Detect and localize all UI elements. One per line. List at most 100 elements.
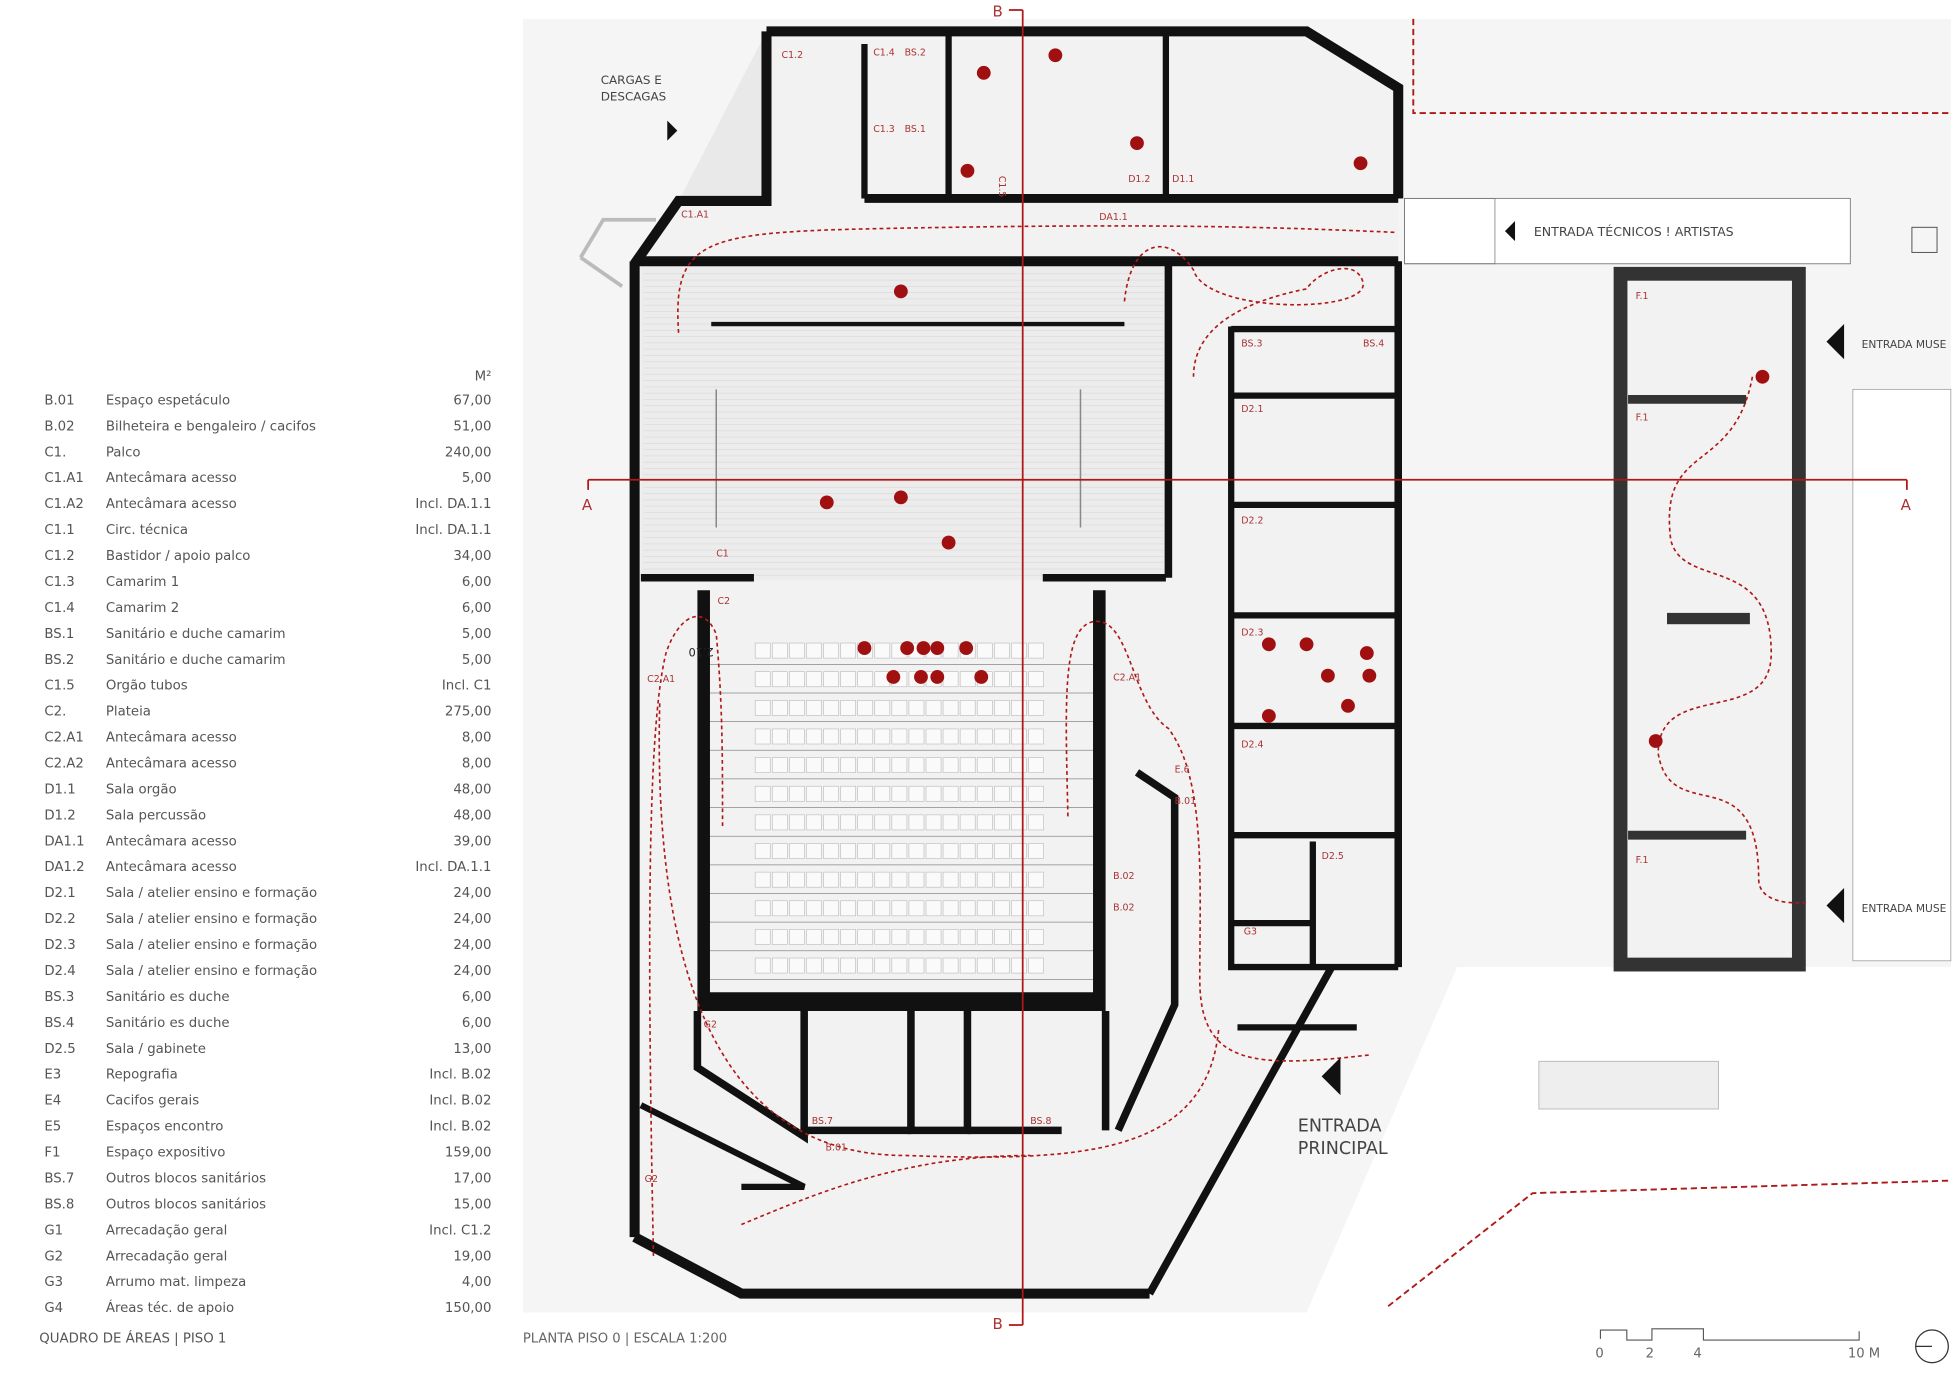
room-name: Sala / atelier ensino e formação (106, 912, 317, 927)
seat (908, 785, 925, 802)
seat (823, 699, 839, 716)
scale-tick-label: 4 (1693, 1347, 1701, 1362)
section-line-a: A A (582, 478, 1912, 514)
room-name: Bilheteira e bengaleiro / cacifos (106, 419, 316, 434)
seat (942, 785, 959, 802)
seat (806, 785, 822, 802)
seat (1011, 871, 1027, 888)
room-name: Repografia (106, 1068, 178, 1083)
room-area: Incl. C1 (442, 679, 492, 694)
seat (976, 785, 993, 802)
room-code: C2. (44, 705, 66, 720)
room-area: 150,00 (445, 1301, 492, 1316)
room-code: C1.4 (44, 601, 74, 616)
room-area: 48,00 (453, 782, 491, 797)
seat (1028, 814, 1044, 831)
room-label: F.1 (1636, 855, 1649, 866)
room-code: E3 (44, 1068, 61, 1083)
seat (789, 642, 805, 659)
seat (959, 728, 976, 745)
seat (959, 871, 976, 888)
seat (942, 814, 959, 831)
room-label: BS.1 (905, 124, 926, 135)
seat (806, 871, 822, 888)
room-label: C2.A1 (647, 674, 675, 685)
room-code: C2.A2 (44, 757, 84, 772)
seat (823, 642, 839, 659)
seat (771, 871, 788, 888)
room-area: 24,00 (453, 938, 491, 953)
seat (754, 699, 771, 716)
seat (840, 900, 856, 917)
seat (908, 728, 925, 745)
room-name: Antecâmara acesso (106, 730, 237, 746)
person-icon (1048, 48, 1063, 63)
person-icon (1299, 637, 1314, 652)
seat (994, 785, 1010, 802)
seat (857, 699, 874, 716)
exhibition-block-f1 (1613, 266, 1810, 972)
seat (771, 785, 788, 802)
arrow-left-icon (1321, 1057, 1341, 1096)
dimension-label: 2.10 (689, 645, 714, 658)
seat (976, 814, 993, 831)
seat (857, 900, 874, 917)
room-code: BS.2 (44, 653, 74, 668)
seat (823, 843, 839, 859)
seat (1028, 671, 1044, 688)
seat (823, 871, 839, 888)
person-icon (893, 490, 908, 505)
seat (925, 785, 942, 802)
seat (874, 699, 891, 716)
room-code: G2 (44, 1249, 63, 1264)
seat (959, 671, 976, 688)
seat (874, 814, 891, 831)
section-b-top-label: B (993, 2, 1003, 20)
seat (771, 757, 788, 773)
entrance-annotations: CARGAS E DESCAGAS ENTRADA TÉCNICOS ! ART… (601, 73, 1947, 1159)
seat (976, 900, 993, 917)
room-name: Sanitário es duche (106, 989, 230, 1005)
seat (994, 843, 1010, 859)
seat (754, 728, 771, 745)
room-code: E4 (44, 1094, 61, 1109)
room-name: Sanitário e duche camarim (106, 626, 286, 642)
room-area: 34,00 (453, 549, 491, 564)
room-code: C1.5 (44, 679, 74, 694)
seat (806, 900, 822, 917)
seat (994, 642, 1010, 659)
room-name: Sala / gabinete (106, 1042, 206, 1057)
seat (840, 871, 856, 888)
seat (942, 957, 959, 974)
seat (994, 871, 1010, 888)
room-name: Antecâmara acesso (106, 859, 237, 875)
room-name: Sala / atelier ensino e formação (106, 938, 317, 953)
room-name: Espaço expositivo (106, 1146, 226, 1161)
seat (874, 757, 891, 773)
plan-title: PLANTA PISO 0 | ESCALA 1:200 (523, 1332, 727, 1347)
loading-label-line1: CARGAS E (601, 73, 662, 87)
seat (789, 871, 805, 888)
room-code: C1.A2 (44, 497, 84, 512)
person-icon (1320, 668, 1335, 683)
room-code: G1 (44, 1223, 63, 1238)
room-label: F.1 (1636, 291, 1649, 302)
seat (994, 699, 1010, 716)
room-labels: C1.2 C1.4 BS.2 C1.3 BS.1 C1.5 D1.2 D1.1 … (645, 47, 1649, 1185)
room-name: Camarim 2 (106, 601, 179, 616)
room-name: Cacifos gerais (106, 1094, 199, 1109)
seat (925, 757, 942, 773)
person-icon (1648, 734, 1663, 748)
seat (891, 757, 908, 773)
room-code: D2.1 (44, 886, 75, 901)
seat (754, 757, 771, 773)
loading-label-line2: DESCAGAS (601, 89, 667, 103)
room-area: 13,00 (453, 1042, 491, 1057)
